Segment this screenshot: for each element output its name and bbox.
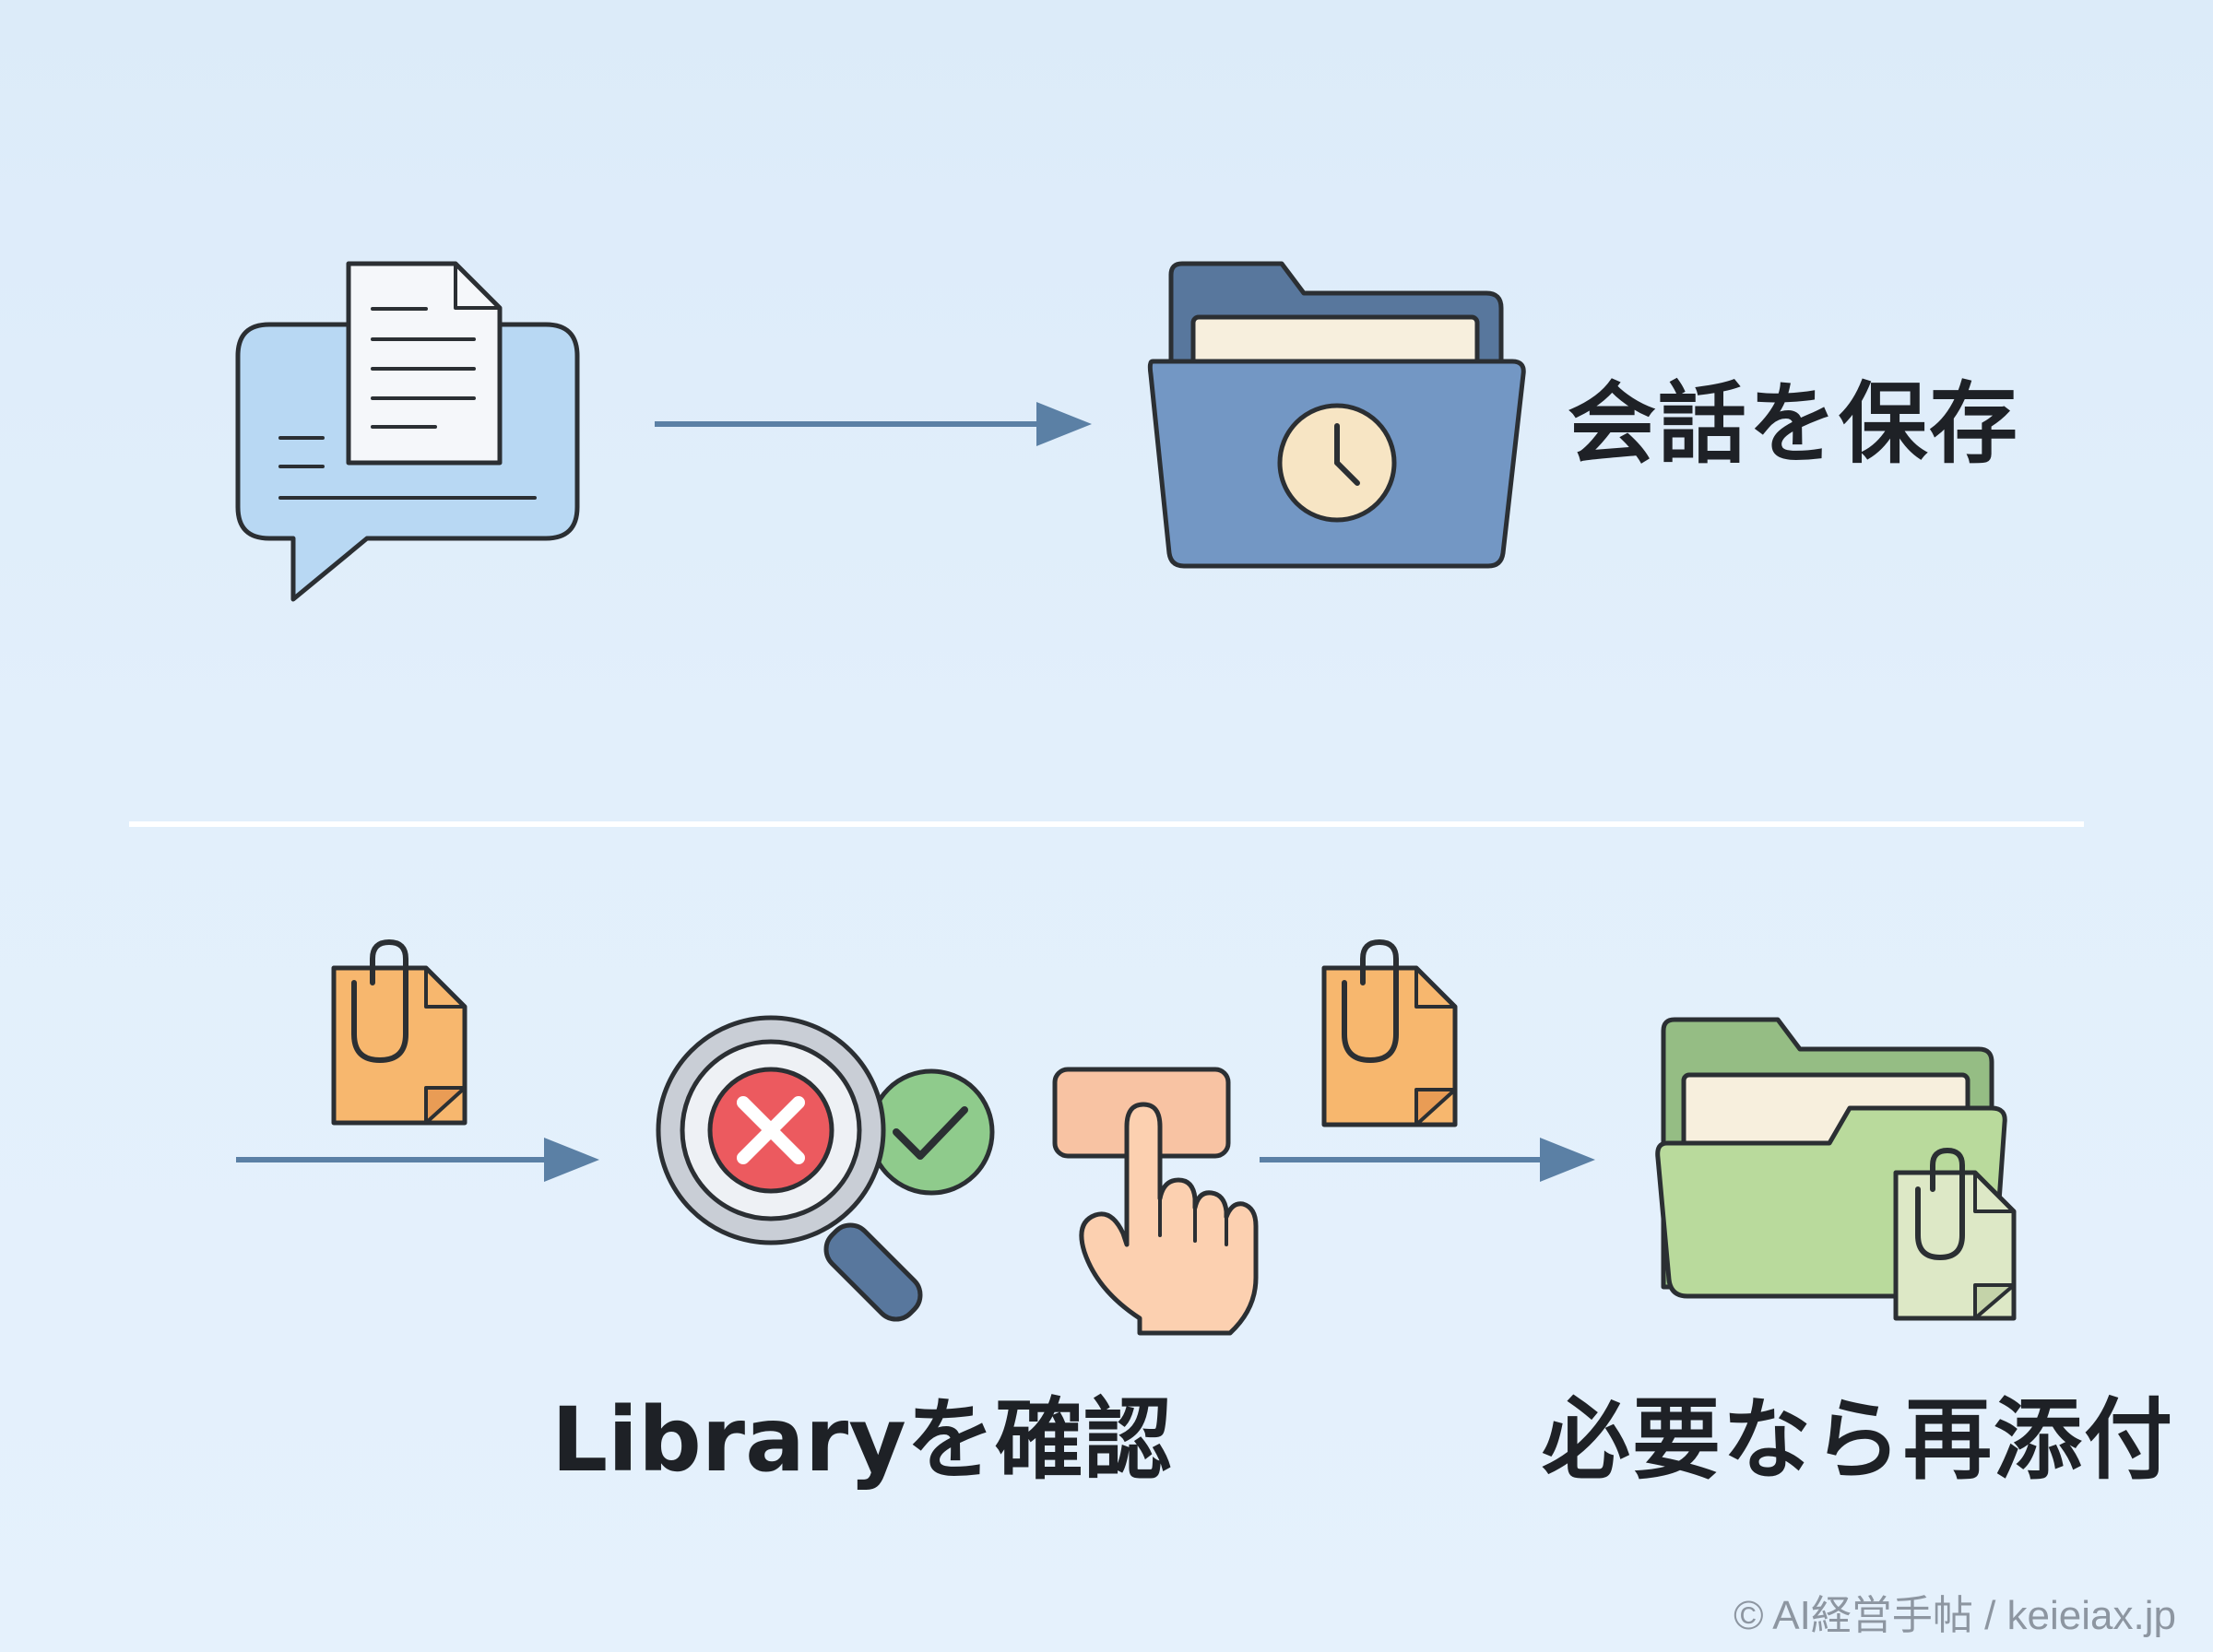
chat-document-icon xyxy=(235,261,580,602)
clock-folder-icon xyxy=(1147,261,1526,569)
paperclip-document-icon-2 xyxy=(1321,939,1458,1127)
footer-credit: © AI経営手帖 / keieiax.jp xyxy=(1734,1593,2176,1638)
save-conversation-label: 会話を保存 xyxy=(1568,372,2019,476)
green-folder-attachment-icon xyxy=(1655,1017,2017,1321)
tap-button-icon xyxy=(1052,1067,1259,1336)
check-badge-icon xyxy=(868,1068,995,1196)
paperclip-document-icon xyxy=(331,939,467,1126)
check-library-label: Libraryを確認 xyxy=(551,1388,1172,1492)
magnifier-error-icon xyxy=(656,1015,923,1322)
reattach-label: 必要なら再添付 xyxy=(1542,1388,2174,1492)
